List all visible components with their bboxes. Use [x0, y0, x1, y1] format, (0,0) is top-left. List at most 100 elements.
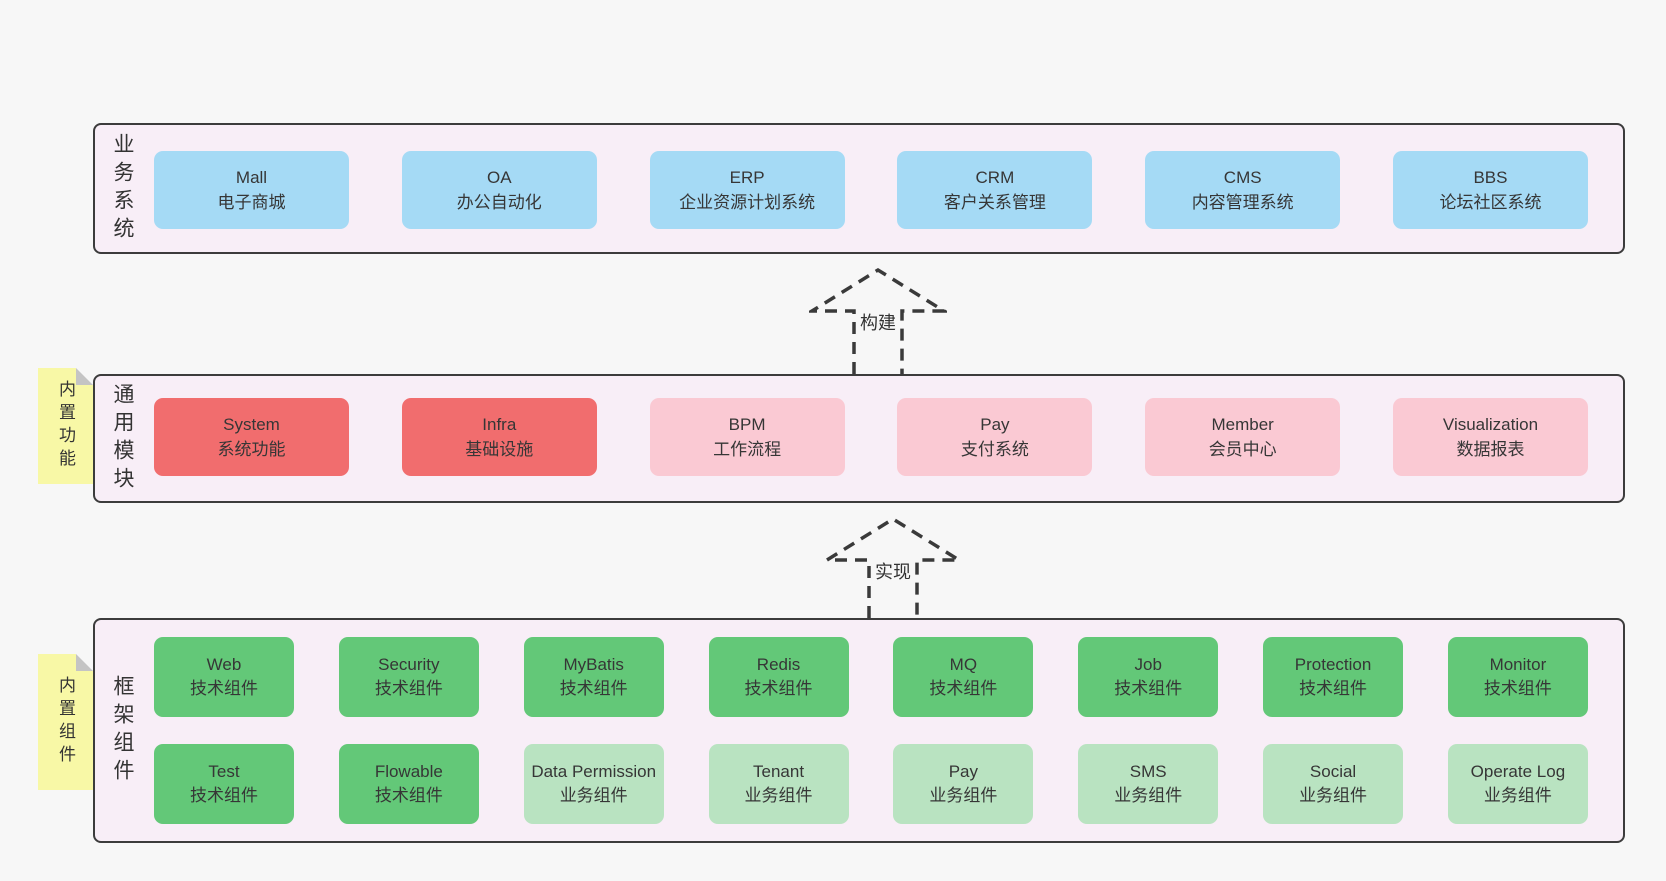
box-desc: 办公自动化: [456, 193, 542, 212]
box-web: Web 技术组件: [154, 637, 294, 717]
box-name: Security: [378, 655, 440, 674]
box-name: System: [223, 415, 280, 434]
box-name: Visualization: [1442, 415, 1539, 434]
box-desc: 技术组件: [744, 679, 813, 698]
box-redis: Redis 技术组件: [708, 637, 849, 717]
box-name: CMS: [1223, 168, 1262, 187]
box-name: BPM: [728, 415, 766, 434]
box-name: MQ: [949, 655, 978, 674]
box-flowable: Flowable 技术组件: [338, 744, 479, 824]
band-framework-components: 框架组件 Web 技术组件 Security 技术组件 MyBatis 技术组件…: [93, 618, 1625, 843]
box-desc: 技术组件: [1483, 679, 1552, 698]
band-common-modules: 通用模块 System 系统功能 Infra 基础设施 BPM 工作流程 Pay…: [93, 374, 1625, 503]
box-tenant: Tenant 业务组件: [708, 744, 849, 824]
band-framework-components-label: 框架组件: [111, 674, 134, 787]
box-bbs: BBS 论坛社区系统: [1392, 151, 1588, 229]
box-name: MyBatis: [563, 655, 624, 674]
box-desc: 支付系统: [960, 440, 1029, 459]
box-name: Flowable: [374, 762, 443, 781]
box-member: Member 会员中心: [1145, 398, 1341, 476]
framework-components-row-1: Web 技术组件 Security 技术组件 MyBatis 技术组件 Redi…: [154, 637, 1588, 717]
box-pay-component: Pay 业务组件: [893, 744, 1034, 824]
box-desc: 客户关系管理: [943, 193, 1046, 212]
box-name: Redis: [756, 655, 801, 674]
up-arrow-dashed-icon: [809, 267, 947, 374]
box-name: BBS: [1473, 168, 1508, 187]
box-visualization: Visualization 数据报表: [1392, 398, 1588, 476]
box-desc: 论坛社区系统: [1439, 193, 1542, 212]
box-name: ERP: [729, 168, 765, 187]
box-desc: 技术组件: [559, 679, 628, 698]
box-system: System 系统功能: [154, 398, 349, 476]
box-name: OA: [487, 168, 512, 187]
box-desc: 技术组件: [190, 679, 258, 698]
box-desc: 技术组件: [1299, 679, 1368, 698]
box-desc: 会员中心: [1208, 440, 1277, 459]
sticky-note-text: 内置功能: [56, 380, 75, 472]
box-name: Mall: [235, 168, 268, 187]
box-desc: 基础设施: [465, 440, 534, 459]
implement-arrow-icon: 实现: [824, 514, 962, 618]
build-arrow-label: 构建: [857, 309, 899, 335]
box-social: Social 业务组件: [1263, 744, 1404, 824]
box-operate-log: Operate Log 业务组件: [1447, 744, 1588, 824]
box-desc: 企业资源计划系统: [679, 193, 816, 212]
common-modules-row: System 系统功能 Infra 基础设施 BPM 工作流程 Pay 支付系统…: [154, 398, 1588, 476]
box-desc: 电子商城: [217, 193, 286, 212]
box-name: SMS: [1129, 762, 1167, 781]
box-name: Pay: [948, 762, 979, 781]
box-sms: SMS 业务组件: [1078, 744, 1219, 824]
band-business-systems-label: 业务系统: [111, 132, 134, 245]
box-desc: 业务组件: [1483, 786, 1552, 805]
box-bpm: BPM 工作流程: [649, 398, 845, 476]
box-name: CRM: [975, 168, 1015, 187]
box-pay-system: Pay 支付系统: [897, 398, 1093, 476]
box-test: Test 技术组件: [154, 744, 294, 824]
box-desc: 业务组件: [1299, 786, 1368, 805]
box-desc: 技术组件: [374, 679, 443, 698]
framework-components-row-2: Test 技术组件 Flowable 技术组件 Data Permission …: [154, 744, 1588, 824]
box-job: Job 技术组件: [1078, 637, 1219, 717]
box-crm: CRM 客户关系管理: [897, 151, 1093, 229]
box-desc: 技术组件: [190, 786, 258, 805]
band-common-modules-label: 通用模块: [111, 382, 134, 495]
box-name: Monitor: [1489, 655, 1547, 674]
box-name: Pay: [980, 415, 1010, 434]
band-business-systems: 业务系统 Mall 电子商城 OA 办公自动化 ERP 企业资源计划系统 CRM…: [93, 123, 1625, 254]
box-name: Job: [1134, 655, 1162, 674]
box-name: Infra: [482, 415, 517, 434]
box-name: Tenant: [753, 762, 805, 781]
sticky-fold-icon: [76, 654, 93, 671]
box-infra: Infra 基础设施: [401, 398, 597, 476]
box-oa: OA 办公自动化: [401, 151, 597, 229]
box-desc: 数据报表: [1456, 440, 1525, 459]
business-systems-row: Mall 电子商城 OA 办公自动化 ERP 企业资源计划系统 CRM 客户关系…: [154, 151, 1588, 229]
sticky-note-text: 内置组件: [56, 676, 75, 768]
box-desc: 内容管理系统: [1191, 193, 1294, 212]
box-name: Member: [1211, 415, 1274, 434]
box-desc: 业务组件: [1114, 786, 1183, 805]
sticky-note-builtin-components: 内置组件: [38, 654, 93, 790]
box-desc: 工作流程: [713, 440, 782, 459]
box-desc: 业务组件: [559, 786, 628, 805]
box-security: Security 技术组件: [338, 637, 479, 717]
box-name: Web: [206, 655, 242, 674]
box-desc: 技术组件: [929, 679, 998, 698]
box-erp: ERP 企业资源计划系统: [649, 151, 845, 229]
box-mybatis: MyBatis 技术组件: [523, 637, 664, 717]
box-mall: Mall 电子商城: [154, 151, 349, 229]
implement-arrow-label: 实现: [872, 558, 914, 584]
box-name: Operate Log: [1470, 762, 1566, 781]
build-arrow-icon: 构建: [809, 265, 947, 374]
box-desc: 技术组件: [1114, 679, 1183, 698]
box-name: Social: [1309, 762, 1357, 781]
box-desc: 系统功能: [217, 440, 286, 459]
sticky-note-builtin-features: 内置功能: [38, 368, 93, 484]
box-desc: 业务组件: [929, 786, 998, 805]
box-name: Data Permission: [531, 762, 657, 781]
box-protection: Protection 技术组件: [1263, 637, 1404, 717]
box-name: Protection: [1294, 655, 1372, 674]
box-monitor: Monitor 技术组件: [1447, 637, 1588, 717]
sticky-fold-icon: [76, 368, 93, 385]
